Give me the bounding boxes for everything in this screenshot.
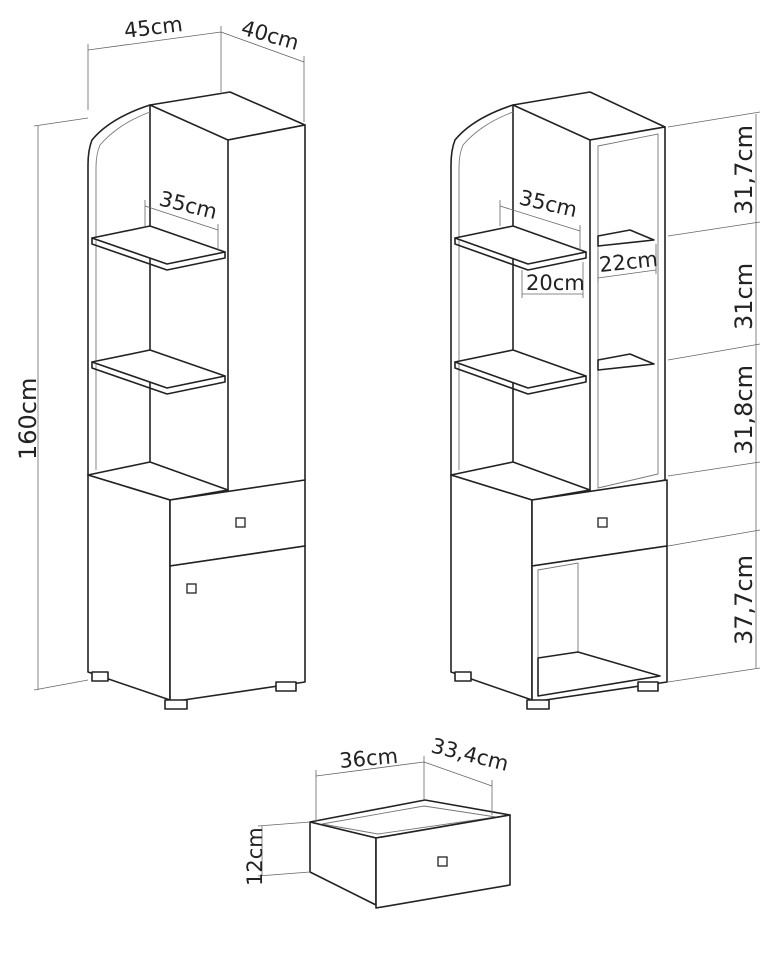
right-inner-depth-label: 20cm	[526, 271, 585, 295]
right-height-extension-lines	[667, 111, 761, 683]
drawer-width-label: 36cm	[338, 744, 399, 773]
drawer-depth-label: 33,4cm	[429, 734, 511, 776]
right-foot-2	[526, 699, 550, 710]
right-side-inner	[458, 111, 514, 470]
right-open-compartment	[531, 545, 668, 703]
left-depth-label: 40cm	[239, 16, 302, 55]
right-side-shelf-line	[597, 244, 657, 282]
left-shelf-depth-line	[144, 200, 219, 250]
right-shelf-depth-line	[499, 200, 581, 251]
left-foot-3	[275, 681, 297, 692]
drawer-width-line	[315, 756, 425, 822]
left-depth-dimension-line	[220, 31, 305, 122]
right-compartment-3-label: 31,8cm	[730, 365, 758, 455]
right-tower-shelf-upper	[597, 229, 655, 247]
right-foot-3	[637, 681, 659, 692]
right-tower-shelf-lower	[597, 353, 655, 371]
right-compartment-1-label: 31,7cm	[730, 125, 758, 215]
left-rounded-side	[87, 104, 151, 476]
right-open-tower	[589, 126, 666, 496]
left-shelf-lower	[91, 349, 226, 389]
right-shelf-depth-label: 35cm	[517, 185, 580, 222]
right-drawer-knob	[597, 517, 608, 528]
right-shelf-upper	[454, 225, 587, 265]
left-shelf-depth-label: 35cm	[157, 187, 220, 224]
drawer-box-knob	[437, 856, 448, 867]
left-drawer-knob	[235, 517, 246, 528]
right-shelf-lower-edge	[454, 361, 587, 395]
right-compartment-floor	[537, 651, 661, 697]
left-shelf-upper	[91, 225, 226, 265]
right-compartment-2-label: 31cm	[730, 263, 758, 330]
left-unit: 45cm 40cm 160cm 35cm	[14, 12, 306, 710]
right-foot-1	[454, 671, 472, 682]
drawer-detail: 36cm 33,4cm 12cm	[243, 734, 511, 909]
left-door-knob	[186, 583, 197, 594]
left-shelf-upper-edge	[91, 237, 226, 271]
right-cabinet-side	[450, 474, 533, 701]
left-cabinet-side	[87, 474, 171, 701]
right-tower-inner	[597, 133, 659, 489]
right-shelf-upper-edge	[454, 237, 587, 271]
right-unit: 35cm 20cm 22cm 31,7cm 31cm 31,8cm 37,7cm	[450, 91, 761, 710]
left-width-dimension-line	[87, 26, 222, 110]
drawer-depth-line	[423, 761, 493, 815]
right-compartment-4-label: 37,7cm	[730, 555, 758, 645]
left-foot-2	[164, 699, 188, 710]
drawer-height-label: 12cm	[243, 827, 267, 886]
left-side-tower	[227, 124, 306, 496]
left-side-inner	[95, 111, 151, 470]
left-height-dimension-line	[33, 117, 89, 691]
left-shelf-lower-edge	[91, 361, 226, 395]
left-cabinet-door	[169, 545, 306, 703]
right-rounded-side	[450, 104, 514, 476]
right-shelf-lower	[454, 349, 587, 389]
left-foot-1	[91, 671, 109, 682]
drawer-height-line	[257, 821, 311, 877]
left-height-label: 160cm	[14, 378, 42, 460]
right-inner-depth-line	[521, 262, 584, 298]
